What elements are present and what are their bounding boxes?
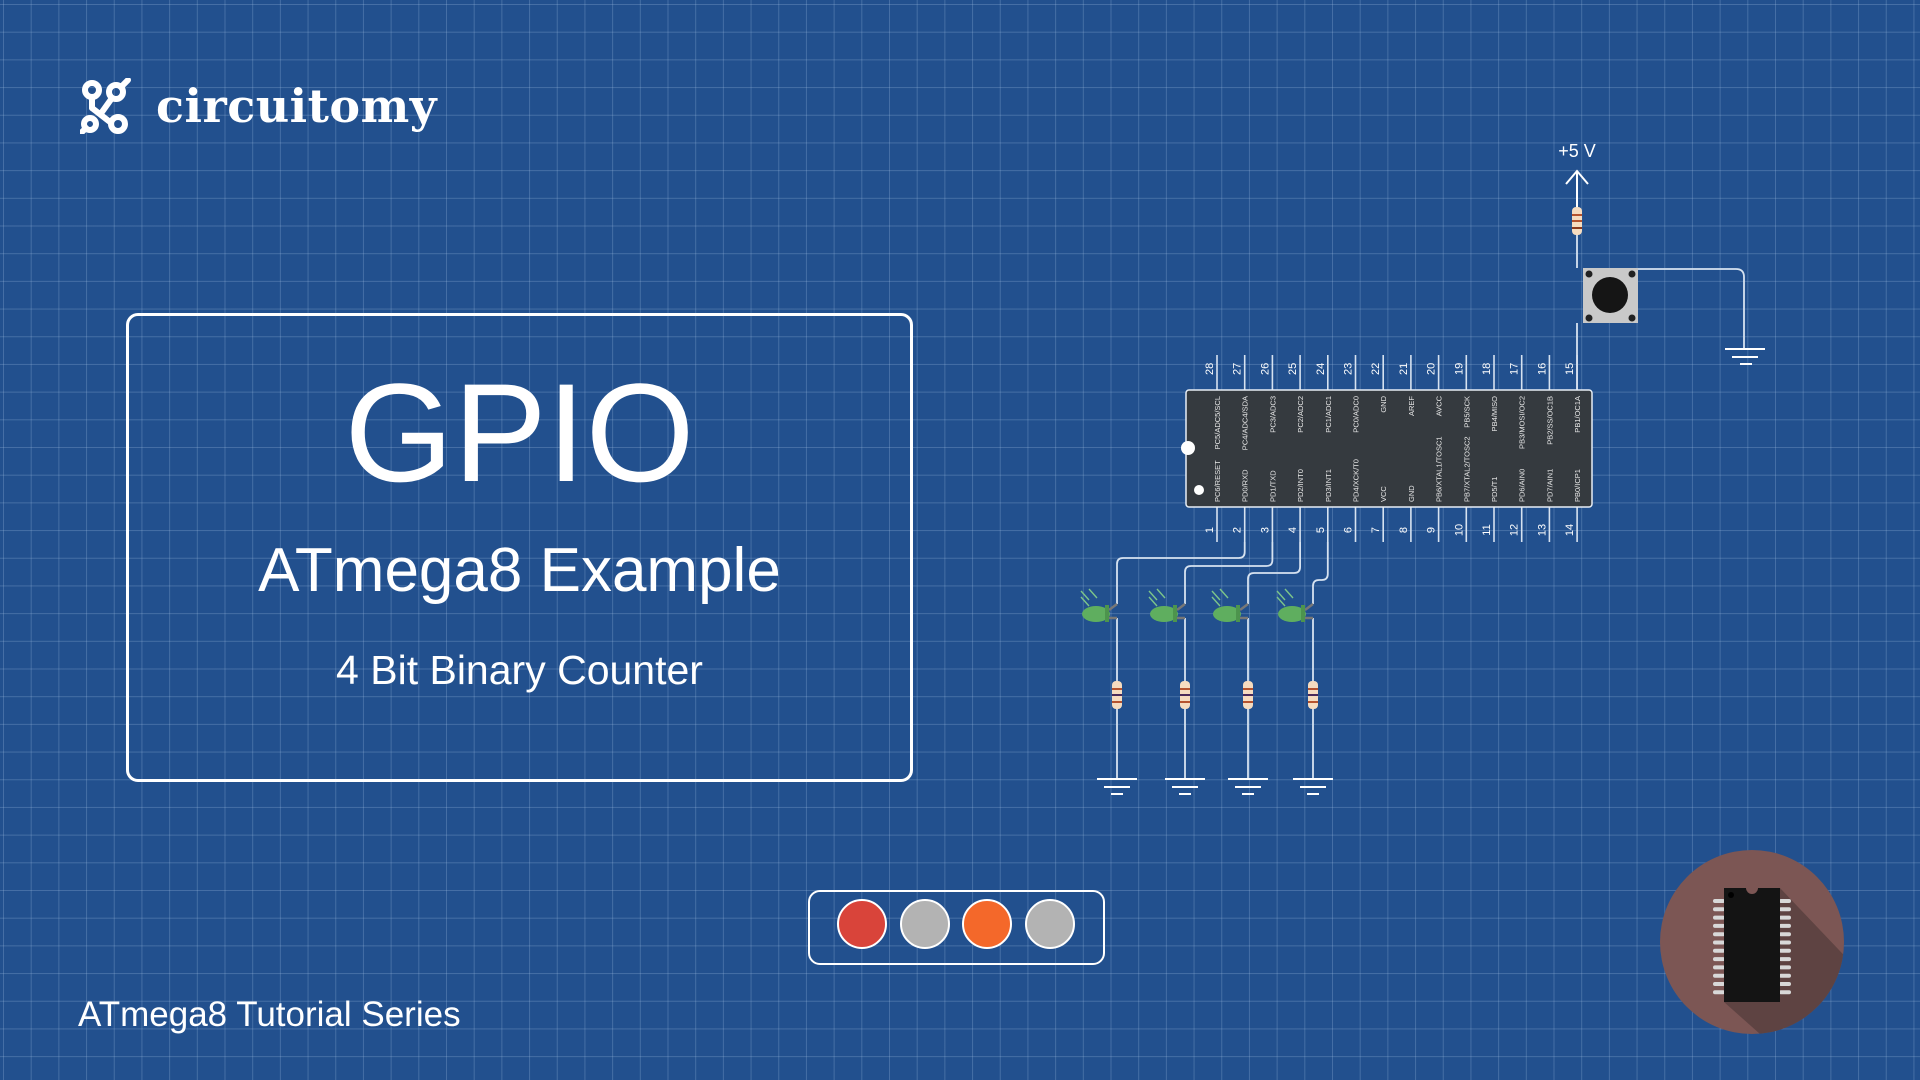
pin-number: 2 [1232, 527, 1244, 533]
pin-number: 8 [1398, 527, 1410, 533]
ground-icon [1097, 778, 1137, 795]
pin-label: PC0/ADC0 [1352, 396, 1361, 433]
pin-label: PB5/SCK [1462, 396, 1471, 428]
pin-label: GND [1407, 485, 1416, 502]
pin-number: 9 [1426, 527, 1438, 533]
green-led-icon [1080, 588, 1118, 622]
pin-number: 20 [1426, 363, 1438, 375]
green-led-icon [1148, 588, 1186, 622]
pin-number: 22 [1370, 363, 1382, 375]
caption: 4 Bit Binary Counter [336, 647, 703, 693]
ground-icon [1228, 778, 1268, 795]
led-indicator-off [1024, 899, 1075, 949]
pin-label: PC2/ADC2 [1296, 396, 1305, 433]
pin-label: PB7/XTAL2/TOSC2 [1462, 436, 1471, 502]
pin-number: 16 [1536, 363, 1548, 375]
pin-number: 27 [1232, 363, 1244, 375]
wire [1312, 542, 1329, 779]
pin-number: 28 [1204, 363, 1216, 375]
pin-label: PB0/ICP1 [1573, 469, 1582, 502]
arrow-up-icon [1565, 169, 1589, 207]
pin-label: PC6/RESET [1213, 460, 1222, 502]
led-indicator-panel [808, 890, 1105, 965]
wire [1184, 542, 1274, 779]
pin-number: 10 [1453, 524, 1465, 536]
pin-label: PB2/SS/OC1B [1545, 396, 1554, 445]
pin-number: 26 [1259, 363, 1271, 375]
supply-label: +5 V [1558, 141, 1596, 161]
ground-icon [1165, 778, 1205, 795]
subtitle: ATmega8 Example [258, 536, 781, 605]
supply-rail: +5 V [1558, 141, 1765, 390]
circuit-nodes-logo-icon [80, 78, 131, 134]
pin-label: PC3/ADC3 [1268, 396, 1277, 433]
pin-number: 13 [1536, 524, 1548, 536]
pin-label: PB3/MOSI/OC2 [1518, 396, 1527, 449]
led-indicator-off [899, 899, 950, 949]
pin-label: PB6/XTAL1/TOSC1 [1435, 436, 1444, 502]
led-indicator-on [962, 899, 1012, 949]
led-branch [1080, 588, 1137, 795]
series-label: ATmega8 Tutorial Series [78, 995, 461, 1034]
pin-number: 25 [1287, 363, 1299, 375]
pin-number: 18 [1481, 363, 1493, 375]
ground-icon [1293, 778, 1333, 795]
pin-number: 1 [1204, 527, 1216, 533]
wire [1116, 542, 1246, 779]
pin-number: 24 [1315, 363, 1327, 375]
resistor [1243, 681, 1253, 709]
led-branch [1211, 588, 1268, 795]
pin-label: PD1/TXD [1268, 470, 1277, 502]
pin-label: AREF [1407, 396, 1416, 416]
pin-label: PC1/ADC1 [1324, 396, 1333, 433]
pin-label: PD6/AIN0 [1518, 469, 1527, 502]
ground-icon [1725, 348, 1765, 365]
pin-label: PD4/XCK/T0 [1352, 459, 1361, 502]
led-branch [1148, 588, 1205, 795]
title: GPIO [344, 354, 695, 511]
pin-number: 19 [1453, 363, 1465, 375]
pin-label: GND [1379, 395, 1388, 412]
resistor [1308, 681, 1318, 709]
pin-label: PB1/OC1A [1573, 396, 1582, 433]
brand-name: circuitomy [156, 79, 437, 133]
pin-label: PC5/ADC5/SCL [1213, 396, 1222, 449]
title-card: GPIO ATmega8 Example 4 Bit Binary Counte… [126, 313, 913, 782]
push-button[interactable] [1583, 268, 1638, 323]
resistor [1180, 681, 1190, 709]
green-led-icon [1276, 588, 1314, 622]
pin-label: PD5/T1 [1490, 477, 1499, 502]
pin-number: 14 [1564, 524, 1576, 536]
pin-number: 5 [1315, 527, 1327, 533]
resistor [1112, 681, 1122, 709]
pin-number: 15 [1564, 363, 1576, 375]
led-branch [1276, 588, 1333, 795]
pin-number: 4 [1287, 527, 1299, 533]
atmega8-chip: 28PC5/ADC5/SCL27PC4/ADC4/SDA26PC3/ADC325… [1181, 355, 1593, 542]
pin-number: 3 [1259, 527, 1271, 533]
pin-label: PD2/INT0 [1296, 469, 1305, 502]
pullup-resistor [1572, 207, 1582, 268]
chip-avatar-icon [1660, 850, 1844, 1034]
pin-number: 17 [1509, 363, 1521, 375]
pin-number: 7 [1370, 527, 1382, 533]
green-led-icon [1211, 588, 1249, 622]
pin-number: 23 [1343, 363, 1355, 375]
pin-number: 21 [1398, 363, 1410, 375]
pin-number: 11 [1481, 524, 1493, 535]
pin-label: AVCC [1435, 395, 1444, 416]
pin-number: 6 [1343, 527, 1355, 533]
led-indicator-on [837, 899, 887, 949]
pin-label: VCC [1379, 486, 1388, 502]
pin-label: PB4/MISO [1490, 396, 1499, 432]
wire [1247, 542, 1301, 779]
pin-label: PC4/ADC4/SDA [1241, 396, 1250, 450]
pin-label: PD7/AIN1 [1545, 469, 1554, 502]
pin-label: PD3/INT1 [1324, 469, 1333, 502]
pin-number: 12 [1509, 524, 1521, 536]
pin-label: PD0/RXD [1241, 469, 1250, 502]
brand-logo: circuitomy [80, 78, 437, 134]
